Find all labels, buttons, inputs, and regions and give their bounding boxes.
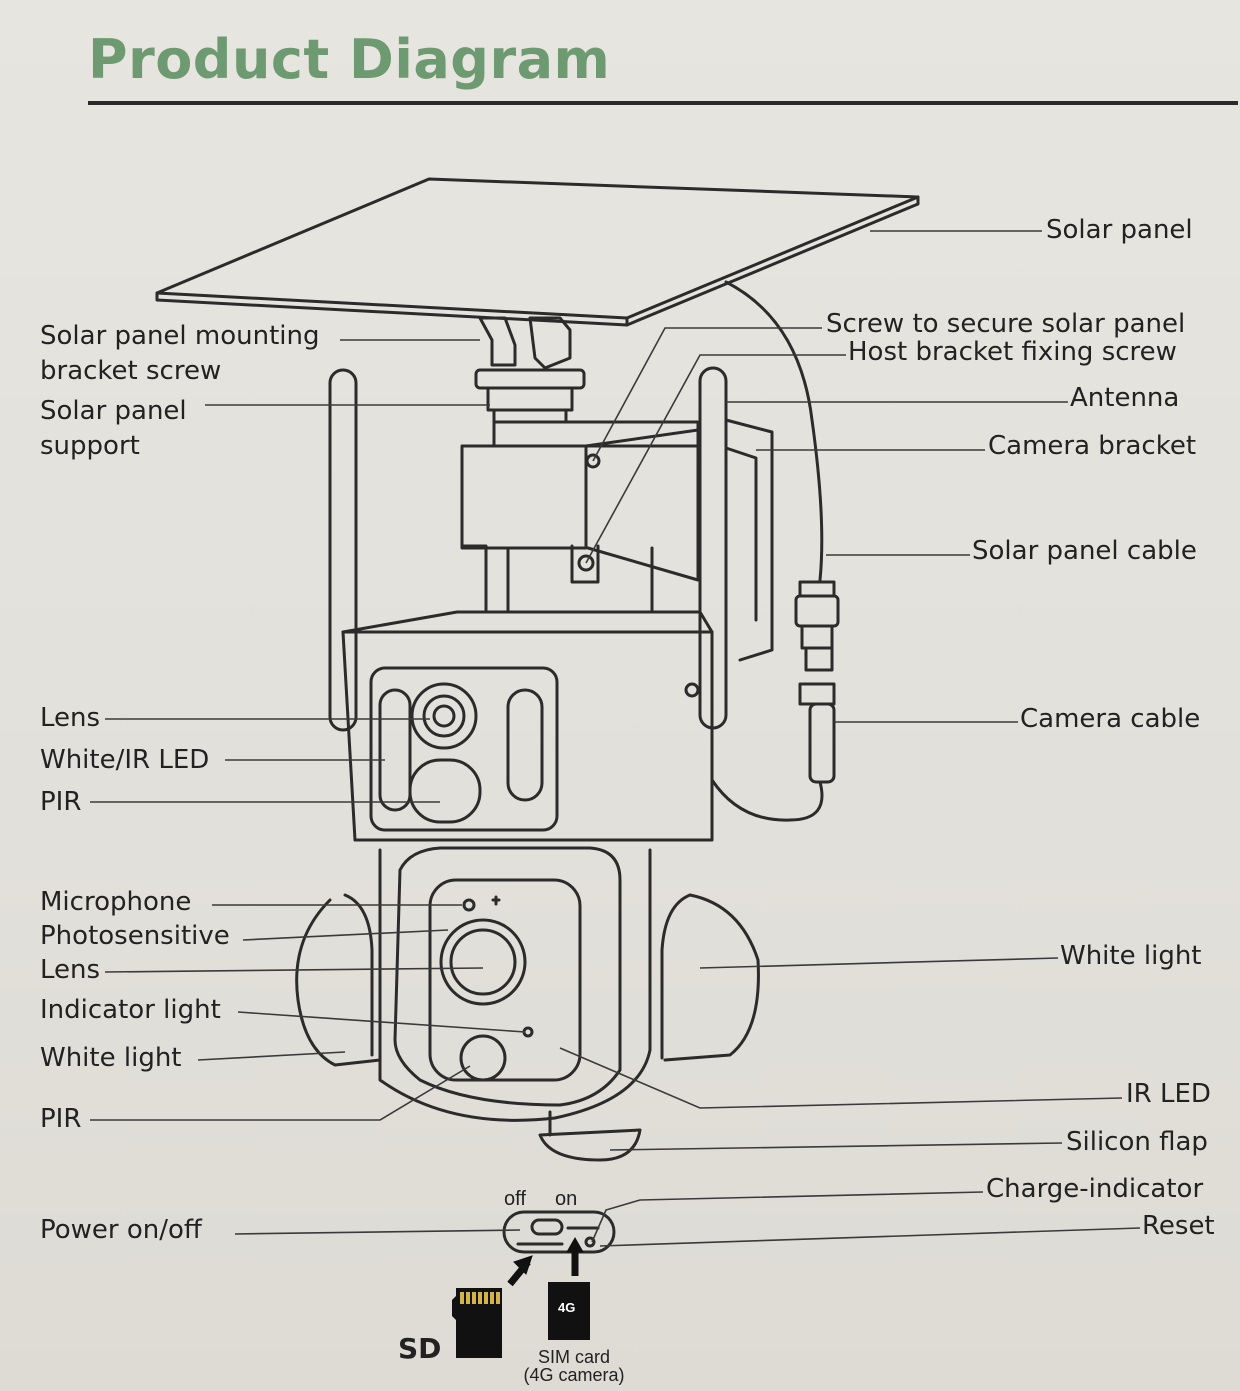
label-ir-led: IR LED [1126, 1079, 1211, 1109]
label-host-bracket-fixing-screw: Host bracket fixing screw [848, 337, 1177, 367]
label-pir-top: PIR [40, 787, 82, 817]
sim-card-caption-line2: (4G camera) [523, 1365, 625, 1385]
sim-card-caption-line1: SIM card [537, 1347, 611, 1367]
label-mounting-bracket-screw-line1: Solar panel mounting [40, 321, 320, 351]
title-underline [88, 101, 1238, 105]
label-solar-panel-support-line2: support [40, 431, 140, 461]
label-microphone: Microphone [40, 887, 192, 917]
switch-panel-drawing [502, 1210, 616, 1254]
sim-chip-label: 4G [558, 1300, 576, 1315]
label-solar-panel: Solar panel [1046, 215, 1193, 245]
label-camera-bracket: Camera bracket [988, 431, 1197, 461]
sim-card-icon [548, 1282, 590, 1340]
label-screw-secure-solar-panel: Screw to secure solar panel [826, 309, 1186, 339]
label-white-light-right: White light [1060, 941, 1202, 971]
label-solar-panel-support-line1: Solar panel [40, 396, 187, 426]
cable-drawing [710, 280, 840, 822]
label-photosensitive: Photosensitive [40, 921, 230, 951]
camera-bracket-drawing [460, 420, 700, 614]
label-lens-bottom: Lens [40, 955, 101, 985]
switch-off-label: off [504, 1188, 526, 1210]
sd-card-icon [452, 1288, 502, 1358]
label-antenna: Antenna [1070, 383, 1180, 413]
label-lens-top: Lens [40, 703, 101, 733]
label-solar-panel-cable: Solar panel cable [972, 536, 1197, 566]
camera-housing-drawing [341, 610, 714, 842]
label-indicator-light: Indicator light [40, 995, 221, 1025]
label-power-on-off: Power on/off [40, 1215, 202, 1245]
label-white-ir-led: White/IR LED [40, 745, 210, 775]
label-silicon-flap: Silicon flap [1066, 1127, 1208, 1157]
page-title: Product Diagram [88, 28, 611, 91]
label-white-light-left: White light [40, 1043, 182, 1073]
ptz-unit-drawing [295, 846, 760, 1162]
mounting-bracket-drawing [474, 316, 586, 424]
label-camera-cable: Camera cable [1020, 704, 1201, 734]
label-charge-indicator: Charge-indicator [986, 1174, 1204, 1204]
sd-card-label: SD [398, 1332, 442, 1365]
label-reset: Reset [1142, 1211, 1215, 1241]
insert-arrows-icon [507, 1236, 584, 1287]
switch-on-label: on [555, 1188, 578, 1210]
label-pir-bottom: PIR [40, 1104, 82, 1134]
label-mounting-bracket-screw-line2: bracket screw [40, 356, 222, 386]
solar-panel-drawing [155, 177, 920, 327]
leader-lines [90, 230, 1141, 1247]
